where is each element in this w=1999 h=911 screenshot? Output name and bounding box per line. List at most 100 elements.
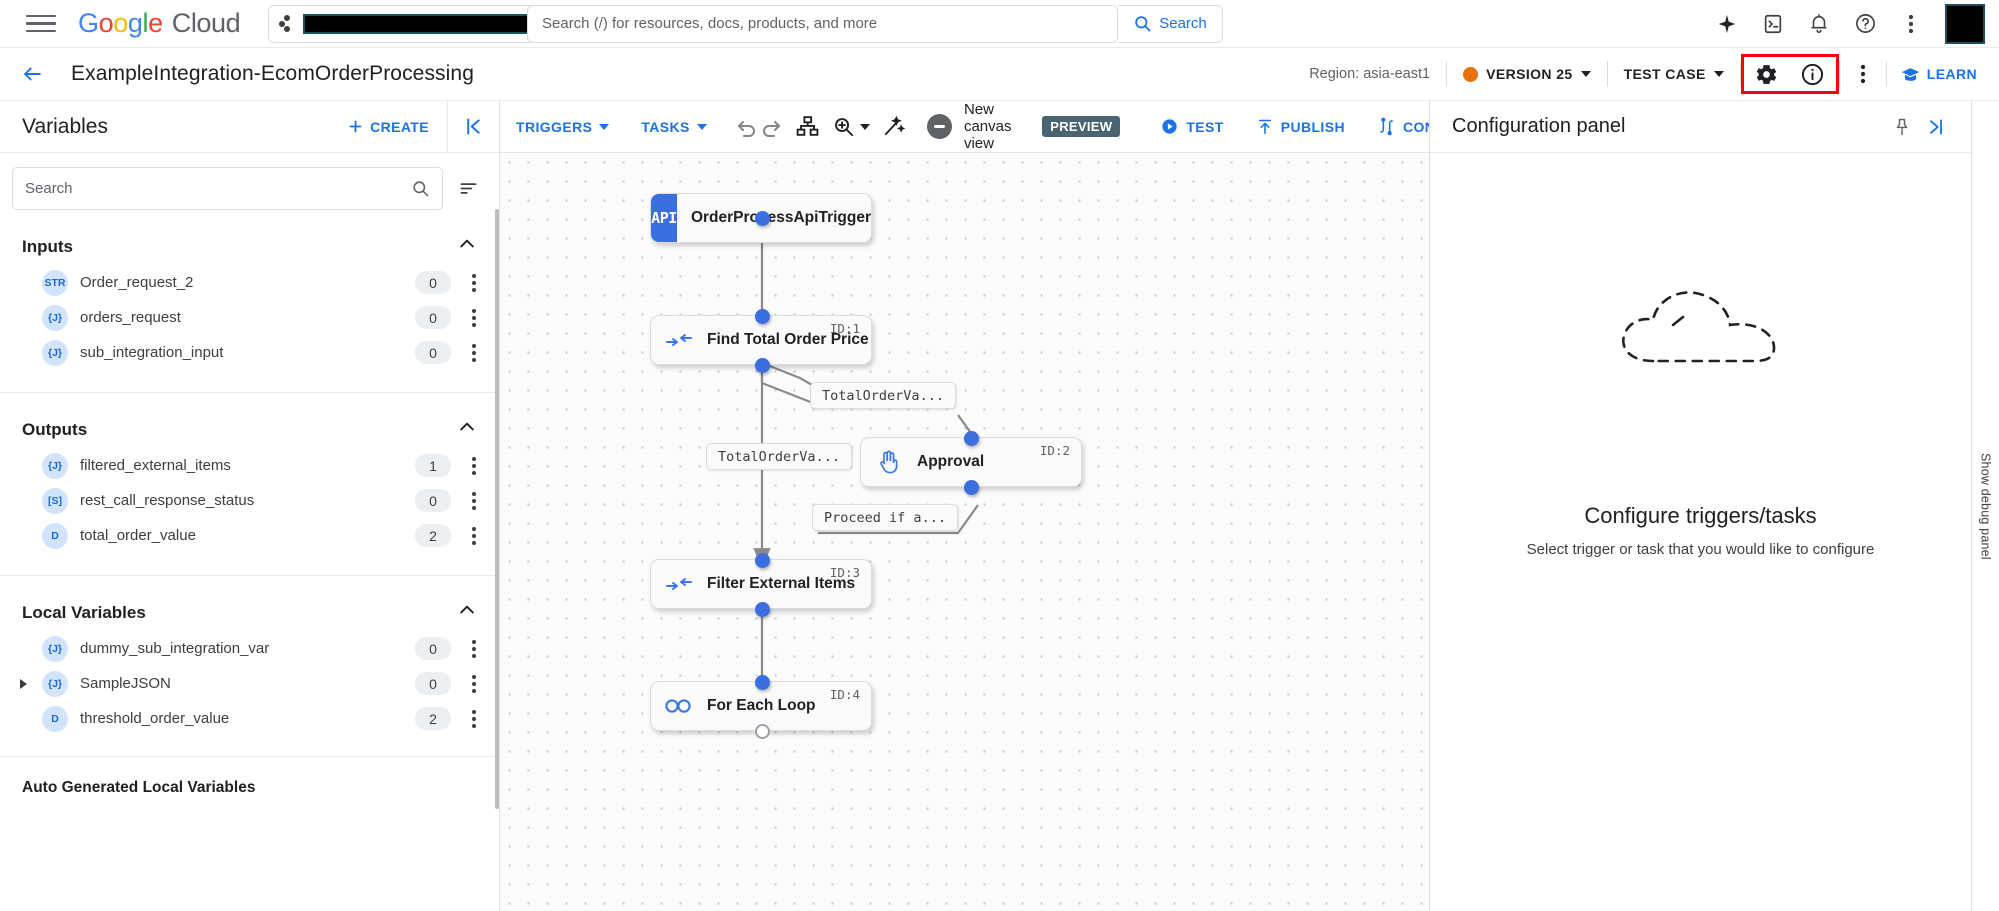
cloud-shell-icon[interactable] xyxy=(1755,6,1791,42)
more-vert-icon[interactable] xyxy=(463,671,485,697)
flow-node-task-4[interactable]: For Each Loop ID:4 xyxy=(650,681,872,731)
publish-label: PUBLISH xyxy=(1280,118,1345,135)
edge-label-text: TotalOrderVa... xyxy=(822,387,944,404)
expand-triangle-icon[interactable] xyxy=(20,678,27,689)
show-debug-panel-rail[interactable]: Show debug panel xyxy=(1971,101,1999,911)
node-port-out[interactable] xyxy=(755,358,770,373)
auto-layout-button[interactable] xyxy=(795,101,820,152)
search-input[interactable]: Search (/) for resources, docs, products… xyxy=(527,4,1118,43)
list-item[interactable]: D total_order_value 2 xyxy=(0,518,499,553)
hand-approval-icon xyxy=(861,450,917,474)
chevron-up-icon[interactable] xyxy=(457,600,477,625)
collapse-left-panel-button[interactable] xyxy=(447,101,499,152)
gemini-sparkle-icon[interactable] xyxy=(1709,6,1745,42)
gear-icon xyxy=(1756,64,1777,84)
node-port-out[interactable] xyxy=(755,211,770,226)
variable-name: sub_integration_input xyxy=(80,344,224,361)
edge-label-text: TotalOrderVa... xyxy=(718,448,840,465)
more-vert-icon[interactable] xyxy=(463,305,485,331)
variable-count: 0 xyxy=(415,489,451,512)
tasks-menu-button[interactable]: TASKS xyxy=(625,101,722,152)
list-item[interactable]: {J} dummy_sub_integration_var 0 xyxy=(0,631,499,666)
edge-label[interactable]: TotalOrderVa... xyxy=(706,443,852,470)
new-canvas-view-toggle[interactable] xyxy=(926,114,952,139)
variables-section-auto-generated: Auto Generated Local Variables xyxy=(0,757,499,803)
edge-label[interactable]: TotalOrderVa... xyxy=(810,382,956,409)
list-item[interactable]: {J} filtered_external_items 1 xyxy=(0,448,499,483)
node-port-in[interactable] xyxy=(964,431,979,446)
variable-count: 1 xyxy=(415,454,451,477)
help-question-icon[interactable] xyxy=(1847,6,1883,42)
more-vert-icon[interactable] xyxy=(1893,6,1929,42)
flow-node-trigger[interactable]: API OrderProcessApiTrigger xyxy=(650,193,872,243)
header-more-button[interactable] xyxy=(1840,54,1886,94)
section-header[interactable]: Inputs xyxy=(0,226,499,265)
pin-button[interactable] xyxy=(1885,110,1919,144)
hamburger-icon[interactable] xyxy=(26,9,56,39)
triggers-label: TRIGGERS xyxy=(516,118,593,135)
create-variable-button[interactable]: CREATE xyxy=(347,118,447,135)
more-vert-icon[interactable] xyxy=(463,453,485,479)
configuration-panel-title: Configuration panel xyxy=(1452,115,1626,137)
list-item[interactable]: {J} SampleJSON 0 xyxy=(0,666,499,701)
chevron-down-icon xyxy=(1580,71,1591,77)
node-port-in[interactable] xyxy=(755,309,770,324)
node-port-in[interactable] xyxy=(755,553,770,568)
chevron-up-icon[interactable] xyxy=(457,234,477,259)
test-button[interactable]: TEST xyxy=(1144,101,1239,152)
node-port-out[interactable] xyxy=(755,602,770,617)
variables-section-outputs: Outputs {J} filtered_external_items 1 [S… xyxy=(0,393,499,553)
node-port-out-loop[interactable] xyxy=(755,724,770,739)
left-scrollbar[interactable] xyxy=(495,209,499,809)
back-arrow-icon[interactable] xyxy=(18,60,46,88)
section-header[interactable]: Outputs xyxy=(0,409,499,448)
list-item[interactable]: STR Order_request_2 0 xyxy=(0,265,499,300)
variables-panel: Variables CREATE Search xyxy=(0,101,500,911)
sort-button[interactable] xyxy=(453,174,483,204)
settings-gear-button[interactable] xyxy=(1744,54,1790,94)
variable-type-badge: {J} xyxy=(42,670,68,697)
expand-panel-button[interactable] xyxy=(1919,110,1953,144)
triggers-menu-button[interactable]: TRIGGERS xyxy=(500,101,625,152)
edge-label[interactable]: Proceed if a... xyxy=(812,504,958,531)
list-item[interactable]: {J} orders_request 0 xyxy=(0,300,499,335)
avatar[interactable] xyxy=(1945,3,1985,44)
more-vert-icon[interactable] xyxy=(463,523,485,549)
redo-button[interactable] xyxy=(759,101,783,152)
more-vert-icon[interactable] xyxy=(463,636,485,662)
list-item[interactable]: D threshold_order_value 2 xyxy=(0,701,499,736)
section-header[interactable]: Local Variables xyxy=(0,592,499,631)
zoom-control[interactable] xyxy=(832,101,870,152)
google-cloud-logo[interactable]: Google Cloud xyxy=(78,8,241,39)
undo-button[interactable] xyxy=(735,101,759,152)
more-vert-icon[interactable] xyxy=(463,706,485,732)
section-header[interactable]: Auto Generated Local Variables xyxy=(0,771,499,803)
variable-name: SampleJSON xyxy=(80,675,171,692)
test-case-selector[interactable]: TEST CASE xyxy=(1608,48,1740,100)
api-icon: API xyxy=(651,194,677,242)
node-port-in[interactable] xyxy=(755,675,770,690)
search-button[interactable]: Search xyxy=(1118,4,1223,43)
divider xyxy=(0,756,499,757)
notifications-bell-icon[interactable] xyxy=(1801,6,1837,42)
preview-badge: PREVIEW xyxy=(1042,116,1121,137)
version-status-dot xyxy=(1463,66,1479,82)
publish-button[interactable]: PUBLISH xyxy=(1240,101,1361,152)
integration-canvas[interactable]: API OrderProcessApiTrigger Find Total Or… xyxy=(500,153,1429,911)
variables-search-input[interactable]: Search xyxy=(12,167,443,210)
more-vert-icon[interactable] xyxy=(463,340,485,366)
version-selector[interactable]: VERSION 25 xyxy=(1447,48,1606,100)
list-item[interactable]: {J} sub_integration_input 0 xyxy=(0,335,499,370)
variable-count: 0 xyxy=(415,672,451,695)
dashed-cloud-icon xyxy=(1621,291,1775,363)
magic-wand-button[interactable] xyxy=(882,101,905,152)
chevron-up-icon[interactable] xyxy=(457,417,477,442)
learn-button[interactable]: LEARN xyxy=(1887,66,1991,83)
more-vert-icon[interactable] xyxy=(463,488,485,514)
node-port-out[interactable] xyxy=(964,480,979,495)
more-vert-icon[interactable] xyxy=(463,270,485,296)
divider xyxy=(0,392,499,393)
info-button[interactable] xyxy=(1790,54,1836,94)
project-selector[interactable] xyxy=(268,4,564,43)
list-item[interactable]: [S] rest_call_response_status 0 xyxy=(0,483,499,518)
